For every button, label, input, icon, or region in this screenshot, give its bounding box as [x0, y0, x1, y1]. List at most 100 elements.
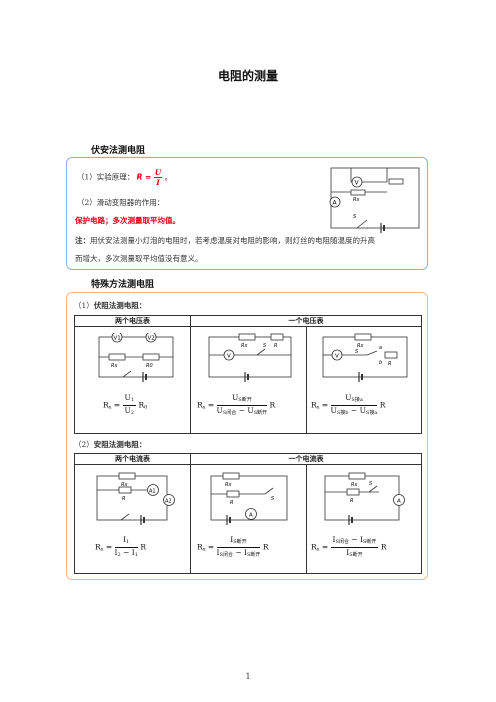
f2-den-b: U: [247, 406, 254, 415]
label-rx-1: Rx: [111, 363, 117, 369]
label-r-3: R: [388, 361, 391, 367]
f6-den-sub: S断开: [349, 552, 363, 558]
f2-lhs-sub: x: [202, 404, 206, 411]
formula-two-ammeters: Rx = I1 I2 − I1 R: [95, 535, 146, 558]
rheostat-label: （2）滑动变阻器的作用：: [77, 198, 165, 207]
voltmeter-method-table: 两个电压表 一个电压表 V1 V2 Rx R0: [74, 315, 422, 434]
f2-lhs: R: [197, 400, 203, 410]
cell-one-ammeter-a: Rx R S A Rx = IS断开: [190, 464, 307, 574]
note-line-1: 注：用伏安法测量小灯泡的电阻时，若考虑温度对电阻的影响，则灯丝的电阻随温度的升高: [75, 235, 375, 246]
circuit-ammeter-label: A: [333, 200, 338, 207]
f3-tail: R: [379, 400, 386, 410]
principle-line: （1）实验原理： R = U I 。: [77, 168, 172, 187]
principle-numerator: U: [153, 168, 163, 178]
f4-num: I: [123, 535, 127, 544]
principle-fraction: U I: [153, 168, 163, 187]
principle-tail: 。: [164, 172, 173, 182]
f5-den-a: I: [216, 548, 220, 557]
f1-tail: R: [138, 400, 145, 410]
label-r-6: R: [350, 498, 353, 504]
f6-num-a: I: [332, 535, 336, 544]
f3-den-b: U: [359, 406, 366, 415]
f3-fraction: US接a US接b − US接a: [330, 393, 378, 416]
circuit-one-ammeter-b: Rx R S A: [324, 472, 405, 525]
cell-two-ammeters: Rx R A1 A2 Rx =: [74, 464, 191, 574]
label-rx-6: Rx: [351, 482, 357, 488]
f4-lhs-sub: x: [100, 546, 104, 553]
label-r-4: R: [122, 496, 125, 502]
cell-one-voltmeter-a: Rx R V S Rx = US断开: [190, 326, 307, 434]
label-rx-3: Rx: [357, 343, 363, 349]
page-number: 1: [245, 672, 251, 681]
f2-fraction: US断开 US闭合 − US断开: [216, 393, 268, 416]
note-text-1: 用伏安法测量小灯泡的电阻时，若考虑温度对电阻的影响，则灯丝的电阻随温度的升高: [90, 236, 375, 245]
cell-two-voltmeters: V1 V2 Rx R0 Rx =: [74, 326, 191, 434]
f2-tail: R: [269, 400, 276, 410]
f5-fraction: IS断开 IS闭合 − IS断开: [216, 535, 261, 558]
note-line-2: 而增大，多次测量取平均值没有意义。: [75, 254, 203, 263]
header-two-ammeters: 两个电流表: [74, 453, 191, 465]
f5-lhs: R: [197, 542, 203, 552]
f4-tail: R: [140, 542, 146, 552]
header-one-ammeter: 一个电流表: [190, 453, 422, 465]
f5-lhs-sub: x: [202, 546, 206, 553]
circuit-one-ammeter-a: Rx R S A: [210, 472, 288, 525]
circuit-two-ammeters: Rx R A1 A2: [96, 472, 175, 525]
f1-den-sub: 2: [130, 410, 135, 416]
f6-den: I: [346, 548, 350, 557]
label-am-5: A: [249, 513, 253, 519]
f4-fraction: I1 I2 − I1: [114, 535, 138, 558]
principle-denominator: I: [156, 178, 160, 187]
part2-title: 安阻法测电阻：: [93, 440, 147, 449]
f1-den: U: [124, 406, 131, 415]
cell-one-ammeter-b: Rx R S A Rx = IS闭合 − IS断开: [306, 464, 422, 574]
note-label: 注：: [75, 236, 90, 245]
part1-title: 伏阻法测电阻：: [93, 301, 147, 310]
label-s-2: S: [263, 343, 267, 349]
f6-fraction: IS闭合 − IS断开 IS断开: [330, 535, 379, 558]
f1-lhs-sub: x: [108, 404, 112, 411]
label-v2: V2: [148, 336, 155, 342]
part2-label: （2）: [74, 440, 94, 449]
f6-lhs-sub: x: [316, 546, 320, 553]
header-one-voltmeter: 一个电压表: [190, 315, 422, 327]
cell-one-voltmeter-b: Rx V S a b R Rx: [306, 326, 422, 434]
f4-den-a-sub: 2: [117, 552, 121, 558]
f2-den-b-sub: S断开: [253, 410, 268, 416]
circuit-two-voltmeters: V1 V2 Rx R0: [98, 333, 174, 382]
f3-den-b-sub: S接a: [365, 410, 378, 416]
f4-lhs: R: [95, 542, 101, 552]
f6-num-a-sub: S闭合: [335, 539, 349, 545]
f3-lhs-sub: x: [316, 404, 320, 411]
principle-lhs: R =: [136, 172, 152, 182]
circuit-switch-label: S: [353, 214, 357, 220]
f3-den-a: U: [330, 406, 337, 415]
label-s-3: S: [355, 349, 359, 355]
label-v1: V1: [114, 336, 121, 342]
label-rx-2: Rx: [241, 343, 247, 349]
special-methods-box: （1）伏阻法测电阻： 两个电压表 一个电压表 V1 V2 Rx: [66, 292, 428, 580]
f5-num: I: [230, 535, 234, 544]
label-am-6: A: [397, 499, 401, 505]
f3-den-a-sub: S接b: [336, 410, 349, 416]
label-s-5: S: [271, 496, 275, 502]
circuit-one-voltmeter-b: Rx V S a b R: [322, 333, 408, 382]
f6-tail: R: [380, 542, 387, 552]
formula-one-voltmeter-b: Rx = US接a US接b − US接a R: [311, 393, 386, 416]
label-rx-5: Rx: [225, 482, 231, 488]
label-a1: A1: [149, 489, 156, 495]
f6-num-b-sub: S断开: [362, 539, 377, 545]
f1-lhs: R: [103, 400, 109, 410]
section-title-special: 特殊方法测电阻: [91, 280, 155, 290]
voltammetry-box: （1）实验原理： R = U I 。 （2）滑动变阻器的作用： 保护电路；多次测…: [66, 157, 428, 270]
f3-num-sub: S接a: [351, 397, 363, 403]
f5-den-a-sub: S闭合: [219, 552, 233, 558]
principle-label: （1）实验原理：: [77, 172, 135, 182]
rheostat-roles: 保护电路；多次测量取平均值。: [75, 216, 180, 225]
label-r-5: R: [230, 500, 233, 506]
f5-den-b: I: [244, 548, 247, 557]
header-two-voltmeters: 两个电压表: [74, 315, 191, 327]
ammeter-method-table: 两个电流表 一个电流表 Rx R A1 A2: [74, 453, 422, 574]
f3-num: U: [345, 393, 352, 402]
f3-lhs: R: [311, 400, 317, 410]
